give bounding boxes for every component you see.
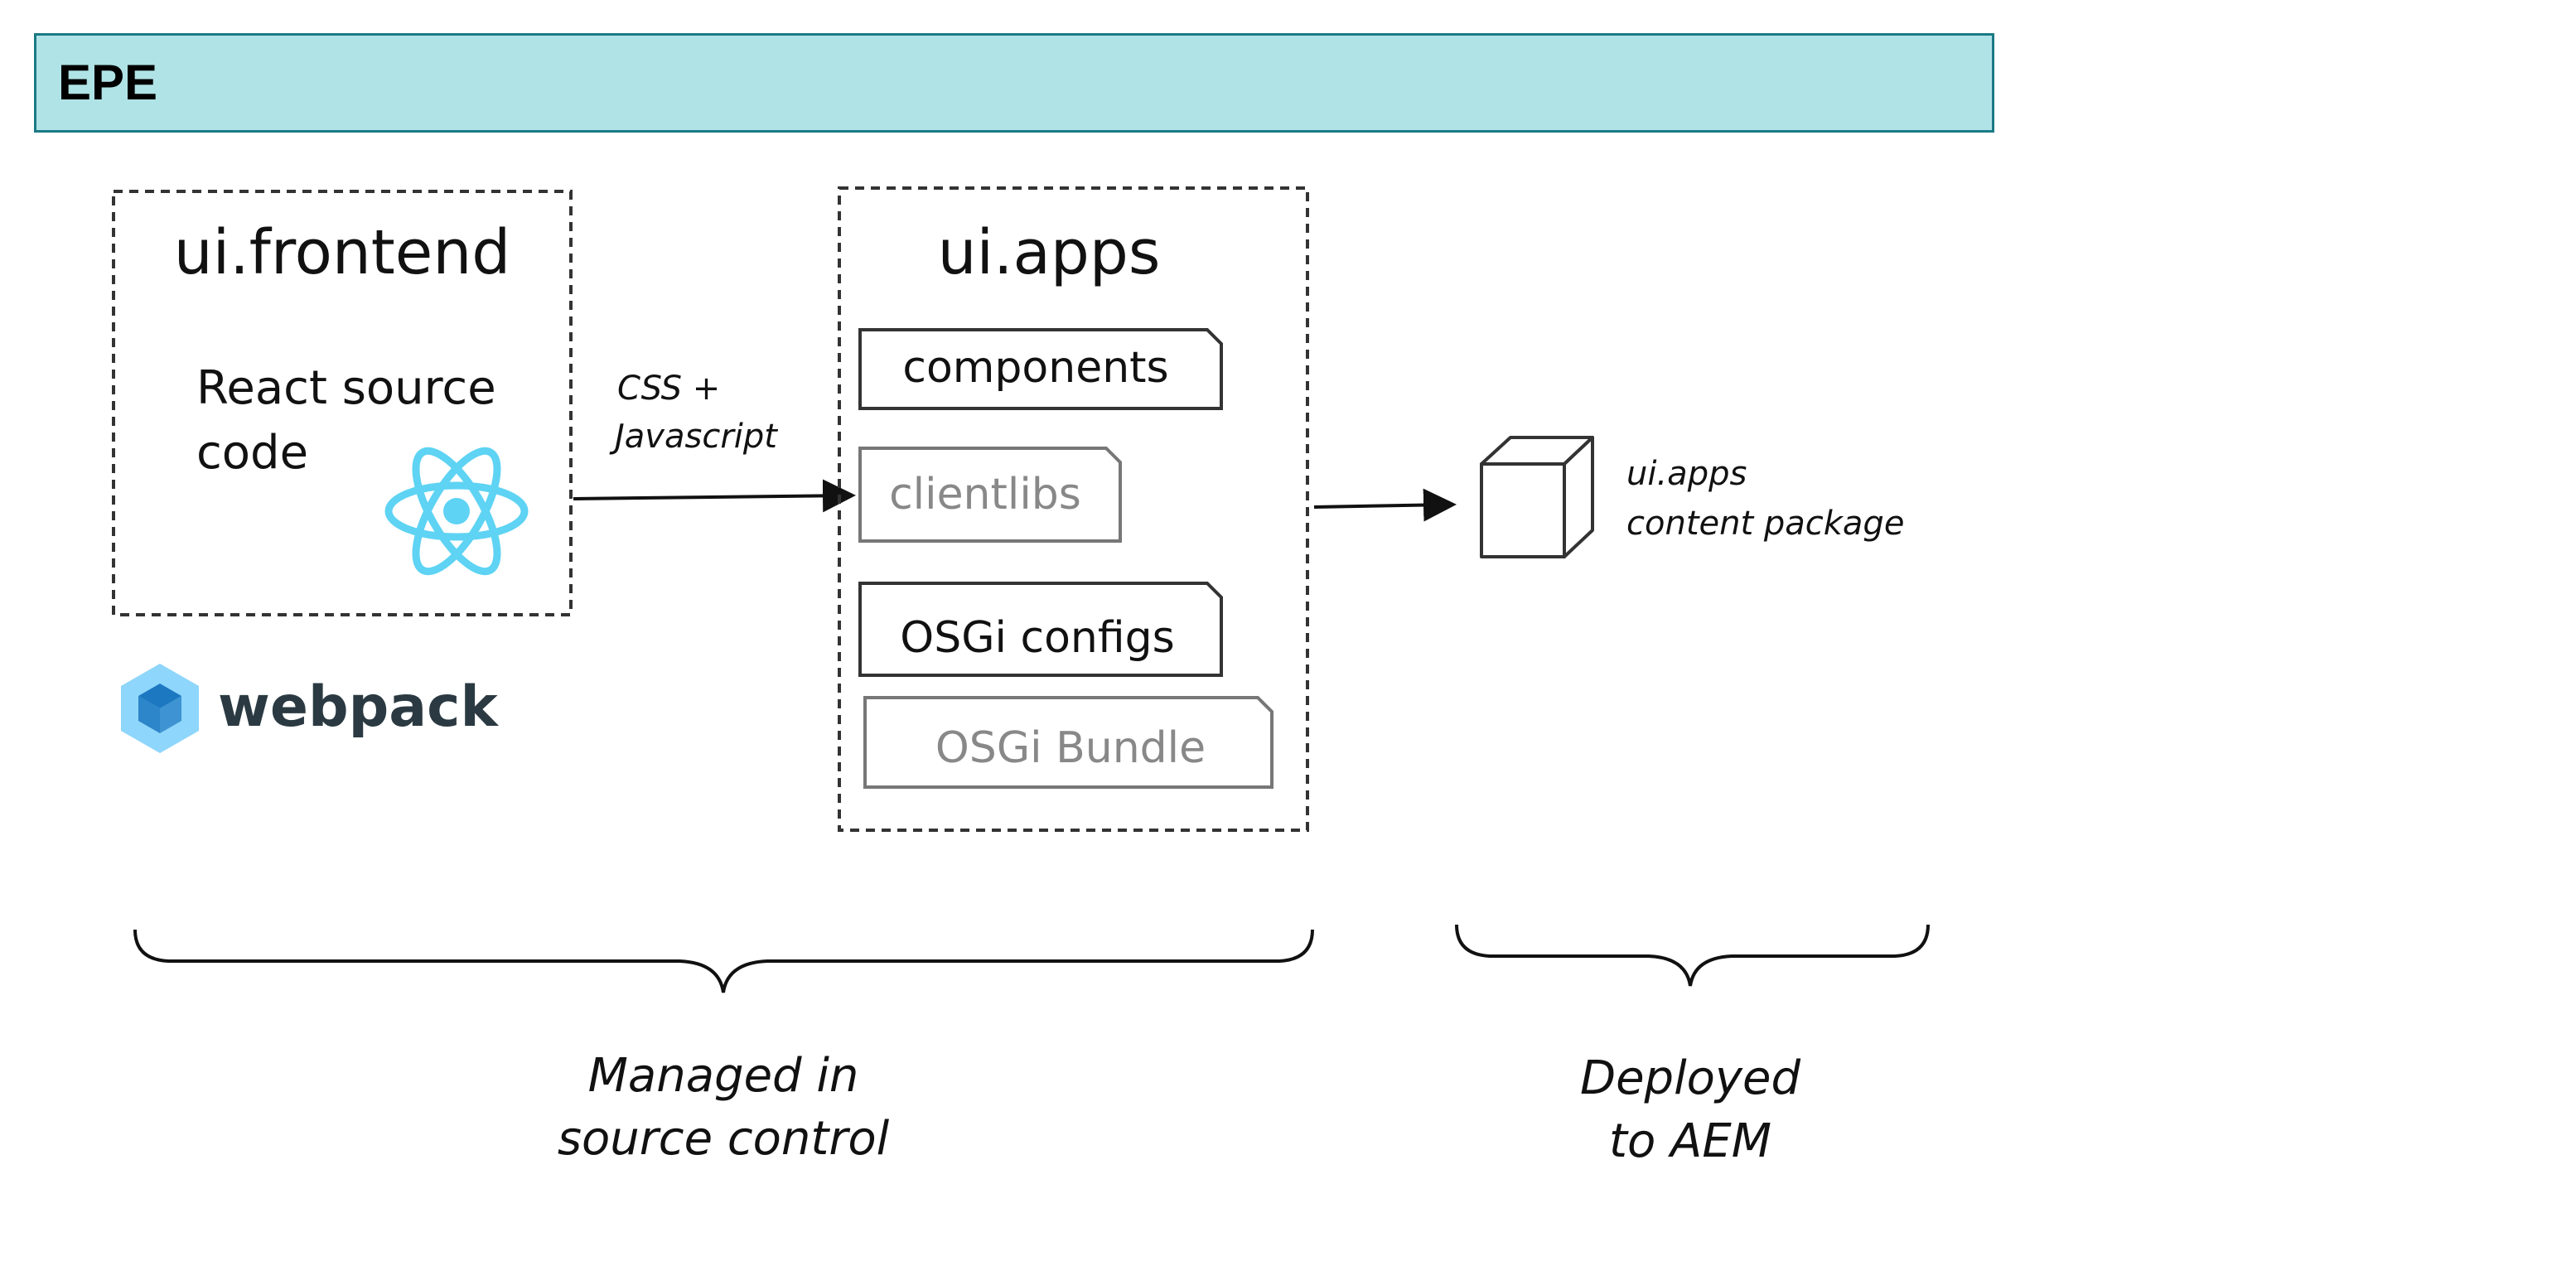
package-label-line2: content package	[1626, 505, 1904, 543]
react-logo-icon	[384, 447, 529, 576]
frontend-box	[112, 190, 573, 616]
brace-right-line2: to AEM	[1609, 1114, 1771, 1168]
header-title: EPE	[58, 55, 158, 110]
brace-left-line2: source control	[558, 1112, 890, 1166]
apps-group: ui.apps components clientlibs OSGi confi…	[838, 186, 1309, 832]
apps-box	[838, 186, 1309, 832]
brace-left-line1: Managed in	[588, 1049, 859, 1103]
apps-item-osgi-bundle: OSGi Bundle	[863, 696, 1274, 789]
apps-item-label: OSGi configs	[900, 613, 1174, 663]
apps-item-components: components	[858, 328, 1223, 410]
frontend-group: ui.frontend React source code webpack	[112, 190, 573, 753]
frontend-desc-line2: code	[196, 426, 308, 480]
header-bar: EPE	[34, 33, 1994, 133]
package-cube-icon	[1480, 436, 1594, 558]
brace-left: Managed in source control	[133, 929, 1314, 1166]
apps-item-label: components	[902, 343, 1168, 393]
arrow-apps-to-package	[1313, 488, 1457, 522]
arrow-label-line1: CSS +	[617, 370, 720, 408]
brace-right-line1: Deployed	[1580, 1051, 1801, 1105]
apps-item-osgi-configs: OSGi configs	[858, 582, 1223, 677]
apps-item-clientlibs: clientlibs	[858, 447, 1122, 543]
package-label-line1: ui.apps	[1626, 455, 1747, 493]
arrow-label-line2: Javascript	[609, 418, 778, 456]
webpack-label: webpack	[218, 674, 499, 740]
arrow-frontend-to-apps: CSS + Javascript	[573, 370, 856, 513]
apps-title: ui.apps	[938, 217, 1161, 288]
apps-item-label: OSGi Bundle	[935, 723, 1206, 773]
frontend-desc-line1: React source	[196, 361, 496, 415]
brace-right: Deployed to AEM	[1455, 924, 1930, 1168]
frontend-title: ui.frontend	[174, 217, 510, 288]
webpack-cube-icon	[121, 664, 199, 753]
apps-item-label: clientlibs	[889, 470, 1081, 519]
